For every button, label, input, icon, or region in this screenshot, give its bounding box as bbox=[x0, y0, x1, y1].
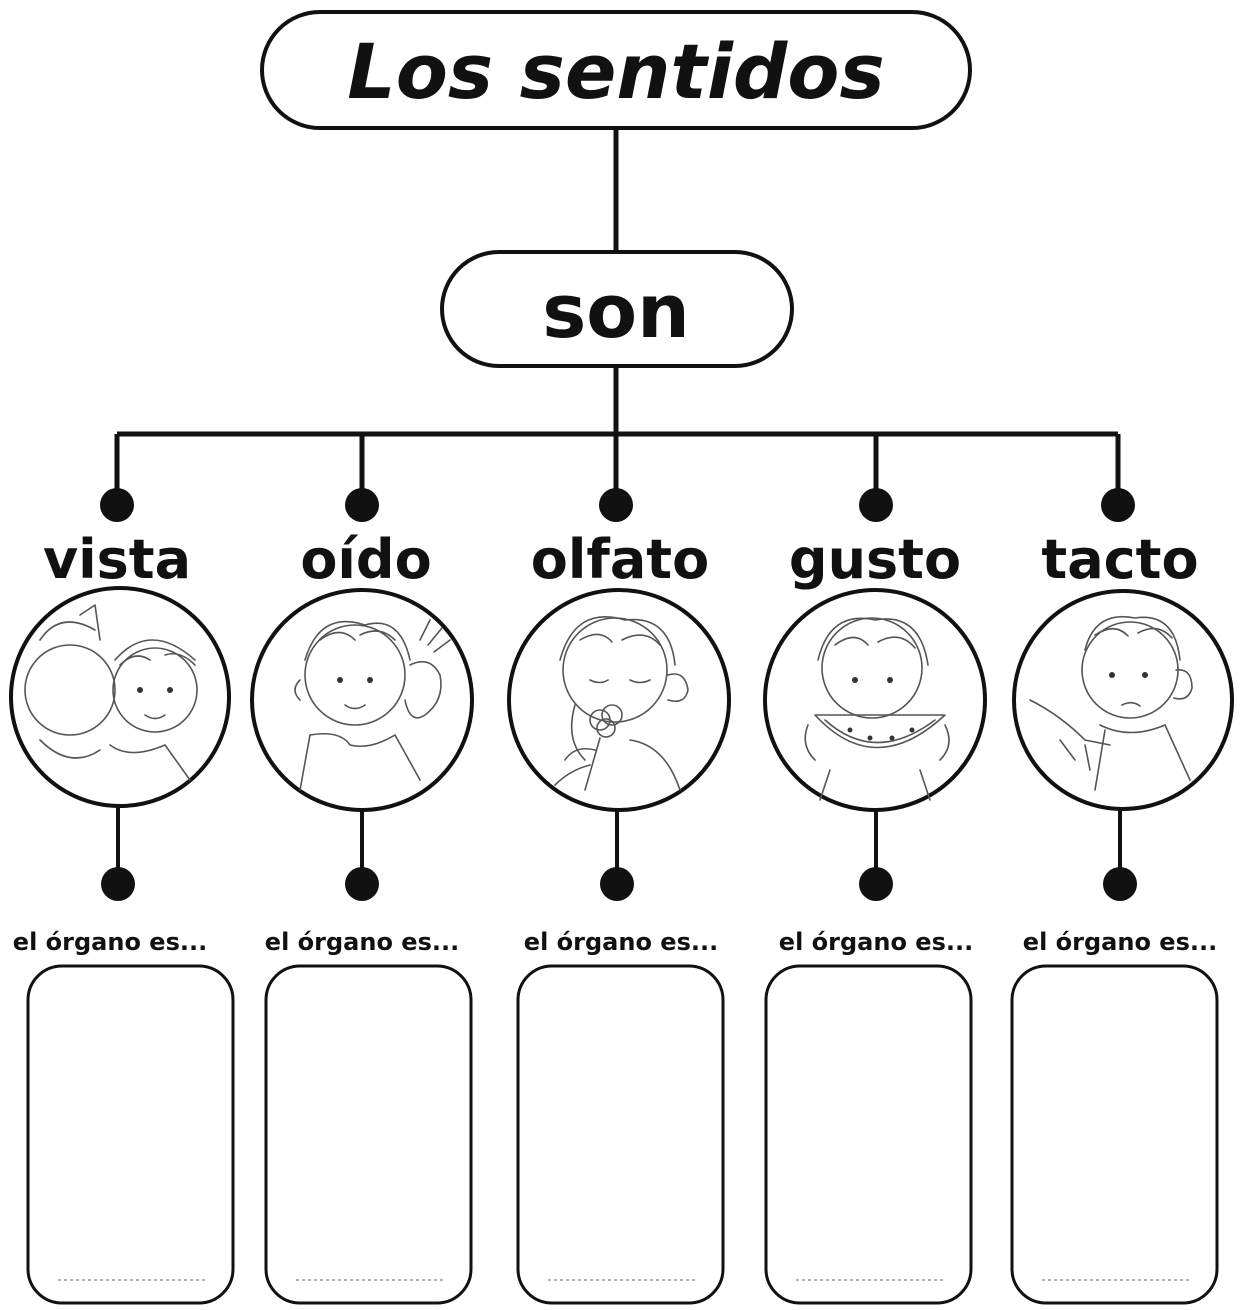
sense-label: gusto bbox=[789, 528, 961, 591]
child-looking-image bbox=[9, 586, 231, 808]
branch-dot bbox=[100, 488, 134, 522]
organ-prompt: el órgano es... bbox=[13, 928, 207, 956]
sense-column-vista: vista el órgano es... bbox=[9, 434, 235, 1305]
organ-dot bbox=[859, 867, 893, 901]
title-text: Los sentidos bbox=[347, 27, 884, 116]
sense-label: oído bbox=[300, 528, 431, 591]
branch-dot bbox=[859, 488, 893, 522]
organ-dot bbox=[101, 867, 135, 901]
answer-box[interactable] bbox=[764, 964, 973, 1305]
child-eating-watermelon-image bbox=[763, 588, 987, 812]
sense-column-gusto: gusto el órgano es... bbox=[763, 434, 987, 1305]
organ-prompt: el órgano es... bbox=[779, 928, 973, 956]
sense-label: vista bbox=[43, 528, 191, 591]
child-touching-image bbox=[1012, 589, 1234, 811]
answer-box[interactable] bbox=[26, 964, 235, 1305]
sense-label: olfato bbox=[531, 528, 709, 591]
sense-column-olfato: olfato el órgano es... bbox=[507, 434, 731, 1305]
son-node: son bbox=[440, 250, 794, 368]
child-listening-image bbox=[250, 588, 474, 812]
answer-box[interactable] bbox=[516, 964, 725, 1305]
branch-dot bbox=[345, 488, 379, 522]
answer-box[interactable] bbox=[264, 964, 473, 1305]
sense-column-tacto: tacto el órgano es... bbox=[1010, 434, 1234, 1305]
branch-dot bbox=[599, 488, 633, 522]
title-node: Los sentidos bbox=[260, 10, 972, 130]
answer-box[interactable] bbox=[1010, 964, 1219, 1305]
organ-prompt: el órgano es... bbox=[1023, 928, 1217, 956]
organ-dot bbox=[600, 867, 634, 901]
branch-dot bbox=[1101, 488, 1135, 522]
organ-dot bbox=[1103, 867, 1137, 901]
organ-dot bbox=[345, 867, 379, 901]
son-text: son bbox=[542, 269, 690, 355]
sense-column-oido: oído el órgano es... bbox=[250, 434, 474, 1305]
child-smelling-flower-image bbox=[507, 588, 731, 812]
organ-prompt: el órgano es... bbox=[524, 928, 718, 956]
organ-prompt: el órgano es... bbox=[265, 928, 459, 956]
sense-label: tacto bbox=[1041, 528, 1198, 591]
